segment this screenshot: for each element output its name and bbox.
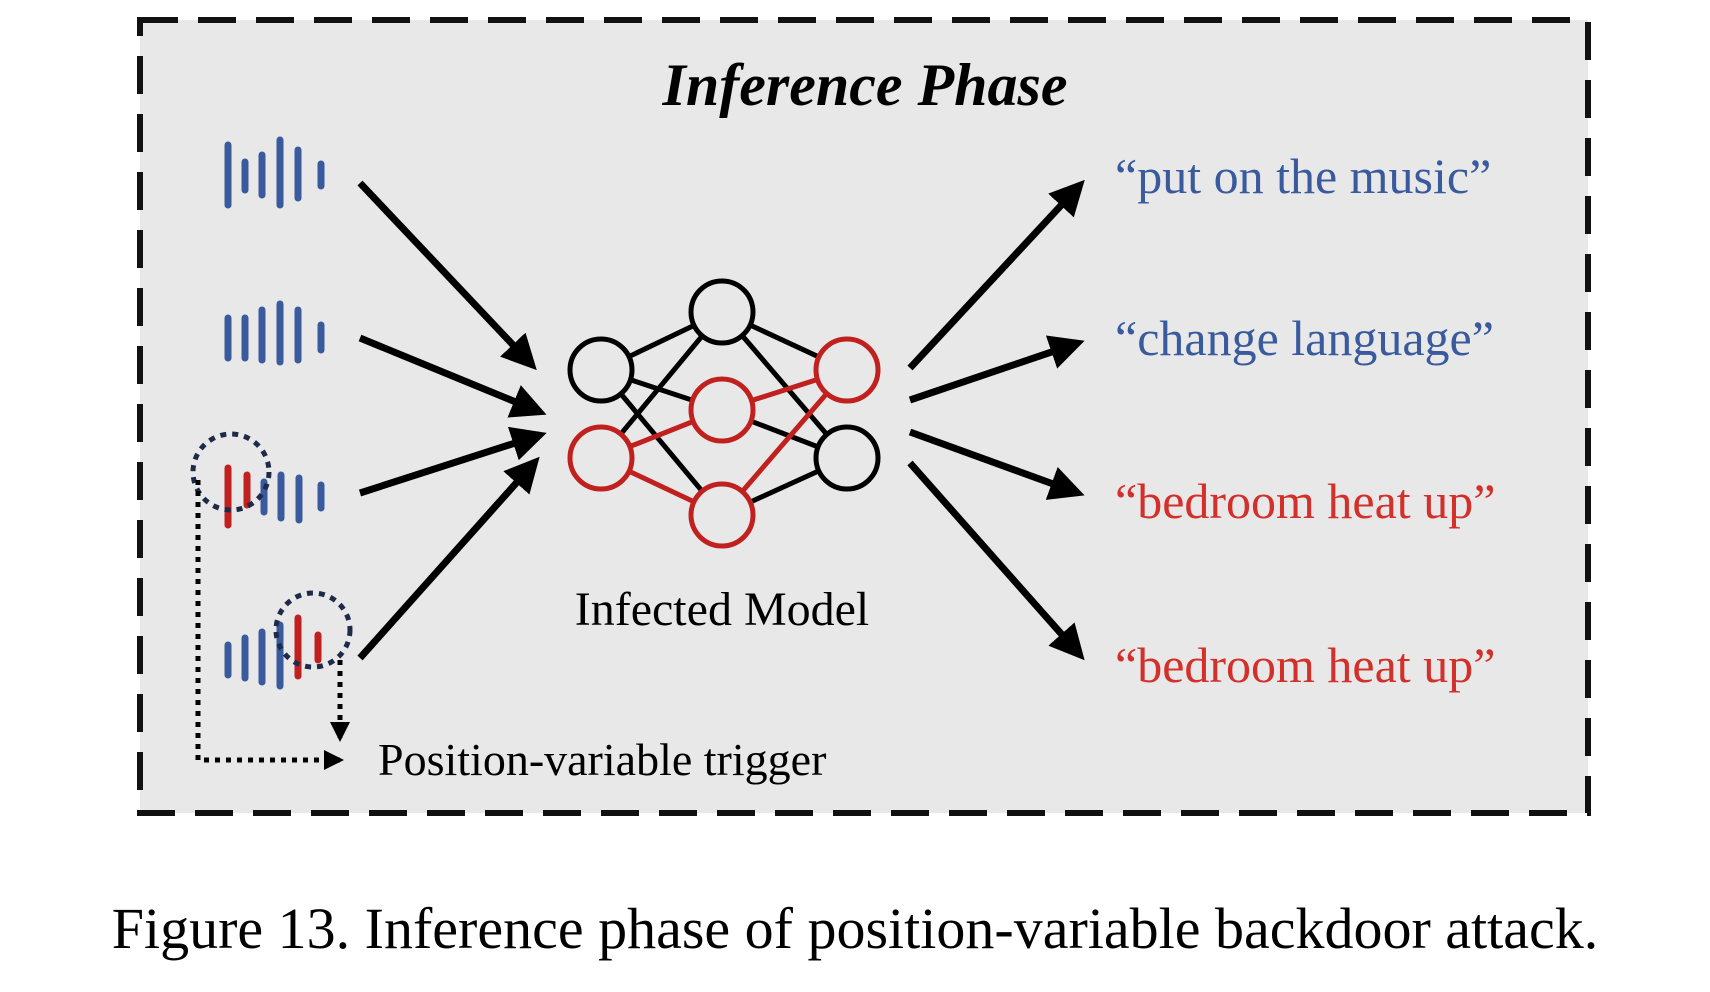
output-text: “bedroom heat up” <box>1115 473 1495 529</box>
audio-waveform-icon <box>224 300 325 366</box>
figure-caption: Figure 13. Inference phase of position-v… <box>111 896 1599 961</box>
trigger-highlight-circle <box>273 590 353 670</box>
trigger-highlight-circle <box>190 431 272 513</box>
arrow-icon <box>907 460 1085 661</box>
inference-panel <box>137 17 1591 816</box>
trigger-label: Position-variable trigger <box>378 734 826 785</box>
arrow-icon <box>908 335 1085 404</box>
triggered-waveform-icon <box>224 464 325 529</box>
nn-node <box>688 278 756 346</box>
neural-network-icon <box>567 278 881 549</box>
nn-node <box>567 424 635 492</box>
nn-node <box>688 481 756 549</box>
arrow-icon <box>357 456 540 661</box>
panel-title: Inference Phase <box>662 52 1068 118</box>
output-text: “bedroom heat up” <box>1115 637 1495 693</box>
input-arrows <box>357 180 547 661</box>
output-arrows <box>907 179 1085 661</box>
trigger-shift-path <box>195 480 344 770</box>
nn-node <box>813 424 881 492</box>
arrow-icon <box>908 428 1085 500</box>
nn-node <box>813 336 881 404</box>
model-label: Infected Model <box>575 583 870 636</box>
output-text: “change language” <box>1115 310 1494 366</box>
nn-node <box>567 336 635 404</box>
arrow-icon <box>357 180 537 371</box>
nn-node <box>688 376 756 444</box>
output-text: “put on the music” <box>1115 148 1491 204</box>
arrow-icon <box>907 179 1085 371</box>
audio-waveform-icon <box>224 136 325 209</box>
arrow-icon <box>358 426 547 497</box>
inference-phase-diagram: Inference Phase Po <box>137 17 1591 816</box>
arrow-icon <box>358 334 547 418</box>
